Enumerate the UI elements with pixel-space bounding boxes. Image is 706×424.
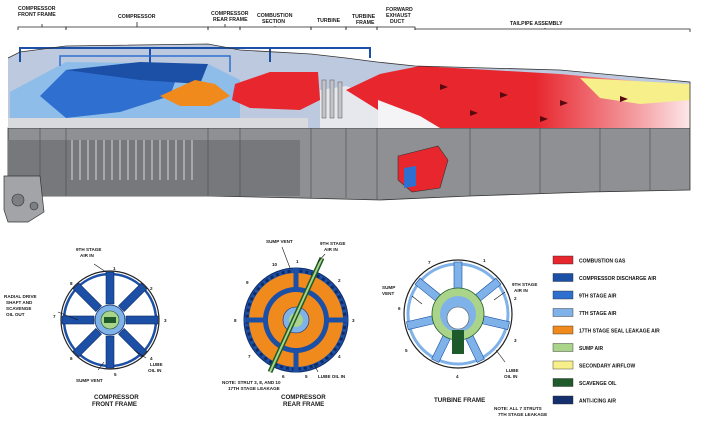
rear-strut-number: 5 (305, 374, 308, 379)
rear-strut-number: 6 (282, 374, 285, 379)
front-frame-strut (105, 335, 115, 369)
section-label-turbine-frame-2: FRAME (356, 20, 375, 26)
legend-label: SCAVENGE OIL (579, 381, 616, 387)
front-strut-number: 4 (150, 356, 153, 361)
rear-strut-number: 9 (246, 280, 249, 285)
section-label-compressor: COMPRESSOR (118, 14, 156, 20)
turbine-sump-label: SUMP (382, 285, 395, 290)
section-label-front-frame-2: FRONT FRAME (18, 12, 56, 18)
section-label-tailpipe: TAILPIPE ASSEMBLY (510, 21, 563, 27)
legend-label: SUMP AIR (579, 346, 604, 352)
legend-label: SECONDARY AIRFLOW (579, 364, 635, 370)
front-lube-label: LUBE (150, 362, 163, 367)
front-strut-number: 5 (114, 372, 117, 377)
section-label-exhaust-3: DUCT (390, 19, 405, 25)
rear-strut-number: 2 (338, 278, 341, 283)
turbine-strut-number: 6 (398, 306, 401, 311)
front-frame-title-2: FRONT FRAME (92, 401, 137, 408)
compressor-rear-frame: 1 2 3 4 5 6 7 8 9 10 SUMP VENT 9TH STAGE… (222, 239, 355, 408)
legend-swatch (552, 273, 574, 282)
legend-label: 9TH STAGE AIR (579, 294, 617, 300)
turbine-strut-number: 5 (405, 348, 408, 353)
engine-cutaway (3, 43, 691, 223)
rear-strut-number: 4 (338, 354, 341, 359)
legend-label: 7TH STAGE AIR (579, 311, 617, 317)
section-label-rear-frame-2: REAR FRAME (213, 17, 248, 23)
legend-label: 17TH STAGE SEAL LEAKAGE AIR (579, 329, 660, 335)
legend-swatch (552, 290, 574, 300)
rear-strut-number: 10 (272, 262, 278, 267)
rear-strut-number: 1 (296, 259, 299, 264)
front-strut-number: 8 (70, 281, 73, 286)
color-legend: COMBUSTION GAS COMPRESSOR DISCHARGE AIR 9T… (552, 255, 660, 405)
section-label-rear-frame-1: COMPRESSOR (211, 11, 249, 17)
front-frame-strut (105, 271, 115, 305)
front-oil-in-label: OIL IN (148, 368, 162, 373)
legend-swatch (552, 325, 574, 335)
front-sump-vent-label: SUMP VENT (76, 378, 103, 383)
rear-frame-title-2: REAR FRAME (283, 401, 324, 408)
legend-swatch (552, 343, 574, 352)
front-oil-out-label: OIL OUT (6, 312, 25, 317)
legend-label: COMPRESSOR DISCHARGE AIR (579, 276, 657, 282)
turbine-strut-number: 7 (428, 260, 431, 265)
turbine-9th-stage-label: 9TH STAGE (512, 282, 537, 287)
turbine-air-in-label: AIR IN (514, 288, 528, 293)
section-headers: COMPRESSOR FRONT FRAME COMPRESSOR COMPRE… (17, 6, 691, 32)
turbine-strut-number: 2 (514, 296, 517, 301)
section-label-combustion-2: SECTION (262, 19, 285, 25)
section-label-exhaust-2: EXHAUST (386, 13, 412, 19)
legend-swatch (552, 395, 574, 405)
legend-swatch (552, 255, 574, 265)
rear-strut-number: 8 (234, 318, 237, 323)
front-frame-strut (125, 315, 159, 325)
turbine-strut-number: 4 (456, 374, 459, 379)
front-strut-number: 3 (164, 318, 167, 323)
legend-label: ANTI-ICING AIR (579, 399, 616, 405)
front-shaft-label: SHAFT AND (6, 300, 33, 305)
front-scavenge-label: SCAVENGE (6, 306, 31, 311)
rear-frame-title-1: COMPRESSOR (281, 394, 326, 401)
turbine-strut-number: 3 (514, 338, 517, 343)
compressor-front-frame: 1 2 3 4 5 6 7 8 9TH STAGE AIR IN RADIAL … (4, 247, 167, 408)
turbine-vent-label: VENT (382, 291, 394, 296)
turbine-frame: 1 2 3 4 5 6 7 SUMP VENT 9TH STAGE AIR IN… (382, 258, 547, 417)
rear-lube-label: LUBE OIL IN (318, 374, 346, 379)
front-strut-number: 7 (53, 314, 56, 319)
legend-swatch (552, 360, 574, 370)
legend-label: COMBUSTION GAS (579, 259, 626, 265)
front-9th-stage-label: 9TH STAGE (76, 247, 101, 252)
rear-air-in-label: AIR IN (324, 247, 338, 252)
legend-swatch (552, 378, 574, 387)
rear-note-2: 17TH STAGE LEAKAGE (228, 386, 280, 391)
rear-strut-number: 3 (352, 318, 355, 323)
front-strut-number: 1 (113, 266, 116, 271)
section-label-turbine: TURBINE (317, 18, 341, 24)
front-strut-number: 2 (150, 286, 153, 291)
front-air-in-label: AIR IN (80, 253, 94, 258)
section-label-front-frame-1: COMPRESSOR (18, 6, 56, 12)
rear-sump-vent-label: SUMP VENT (266, 239, 293, 244)
rear-note-1: NOTE: STRUT 3, 8, AND 10 (222, 380, 281, 385)
turbine-lube-label: LUBE (506, 368, 519, 373)
turbine-oil-in-label: OIL IN (504, 374, 518, 379)
turbine-frame-title: TURBINE FRAME (434, 397, 485, 404)
rear-9th-stage-label: 9TH STAGE (320, 241, 345, 246)
section-label-combustion-1: COMBUSTION (257, 13, 293, 19)
rear-strut-number: 7 (248, 354, 251, 359)
front-radial-drive-label: RADIAL DRIVE (4, 294, 37, 299)
turbine-strut-number: 1 (483, 258, 486, 263)
section-label-exhaust-1: FORWARD (386, 7, 413, 13)
turbine-note-1: NOTE: ALL 7 STRUTS (494, 406, 542, 411)
turbine-note-2: 7TH STAGE LEAKAGE (498, 412, 547, 417)
legend-swatch (552, 308, 574, 317)
front-frame-title-1: COMPRESSOR (94, 394, 139, 401)
front-strut-number: 6 (70, 356, 73, 361)
section-label-turbine-frame-1: TURBINE (352, 14, 376, 20)
